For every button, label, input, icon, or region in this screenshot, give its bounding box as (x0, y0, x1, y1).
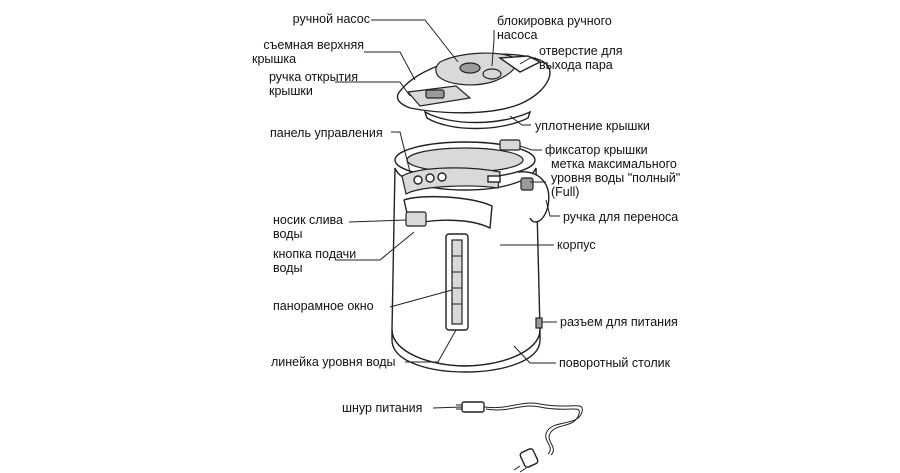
label-power-socket: разъем для питания (560, 315, 678, 329)
label-lid-handle-line2: крышки (269, 84, 313, 98)
label-dispense-button-line1: кнопка подачи (273, 247, 357, 261)
label-panoramic-window: панорамное окно (273, 299, 374, 313)
label-spout-line1: носик слива (273, 213, 344, 227)
power-cord-drawing (456, 401, 583, 473)
label-manual-pump: ручной насос (292, 12, 370, 26)
label-lid-seal: уплотнение крышки (535, 119, 650, 133)
label-level-ruler: линейка уровня воды (271, 355, 396, 369)
label-spout-line2: воды (273, 227, 303, 241)
label-lid-handle: ручка открытия крышки (269, 70, 358, 98)
label-spout: носик слива воды (273, 213, 343, 241)
label-top-lid-line1: съемная верхняя (263, 38, 364, 52)
label-dispense-button-line2: воды (273, 261, 303, 275)
label-power-cord: шнур питания (342, 401, 423, 415)
label-pump-lock-line1: блокировка ручного (497, 14, 612, 28)
label-max-level-line3: (Full) (551, 185, 580, 199)
label-max-level-line2: уровня воды "полный" (551, 171, 681, 185)
label-carry-handle: ручка для переноса (563, 210, 679, 224)
label-pump-lock: блокировка ручного насоса (497, 14, 612, 42)
label-steam-vent-line1: отверстие для (539, 44, 623, 58)
label-lid-handle-line1: ручка открытия (269, 70, 359, 84)
label-body: корпус (557, 238, 596, 252)
label-steam-vent: отверстие для выхода пара (539, 44, 623, 72)
label-max-level-line1: метка максимального (551, 157, 677, 171)
label-pump-lock-line2: насоса (497, 28, 538, 42)
label-control-panel: панель управления (270, 126, 383, 140)
label-top-lid-line2: крышка (252, 52, 297, 66)
label-lid-latch: фиксатор крышки (545, 143, 648, 157)
label-top-lid: съемная верхняя крышка (252, 38, 364, 66)
leader-lines (335, 19, 560, 409)
label-steam-vent-line2: выхода пара (539, 58, 613, 72)
lid-drawing (396, 52, 551, 130)
pot-body-drawing (391, 139, 550, 373)
label-max-level: метка максимального уровня воды "полный"… (551, 157, 680, 199)
label-dispense-button: кнопка подачи воды (273, 247, 356, 275)
label-swivel-base: поворотный столик (559, 356, 671, 370)
